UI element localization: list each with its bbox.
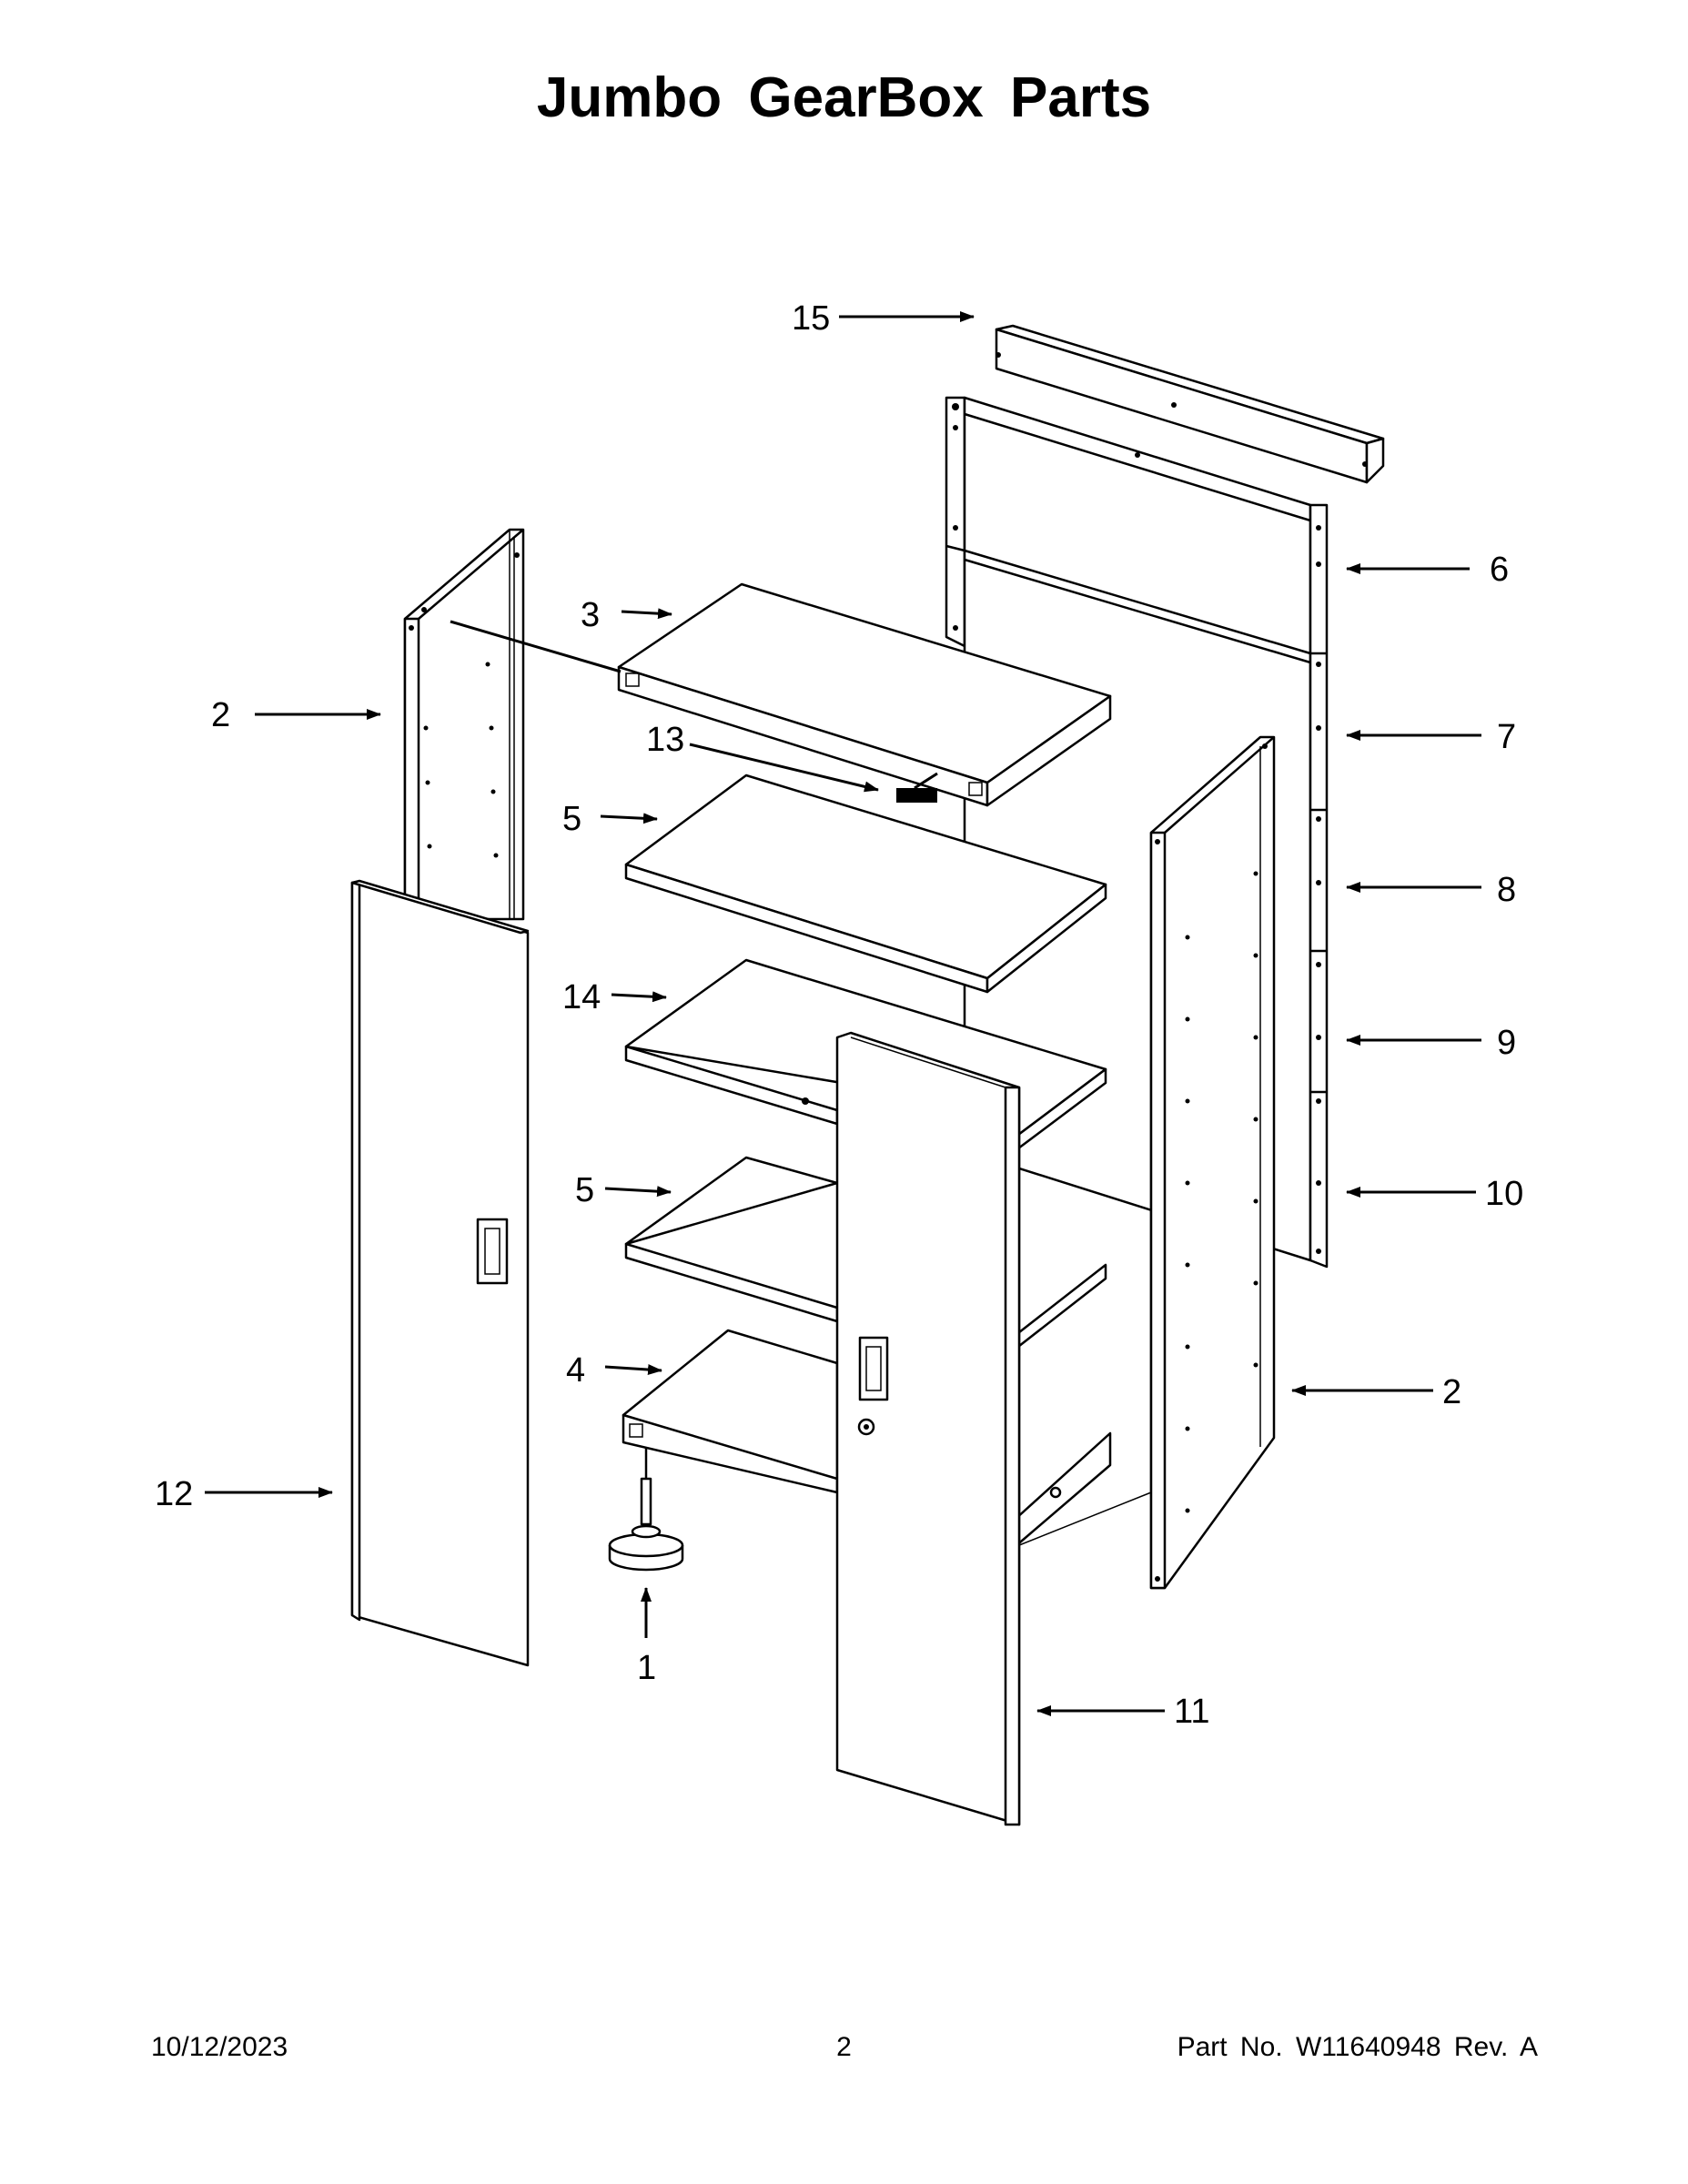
- connector-rod: [450, 620, 622, 673]
- callout-8: 8: [1497, 871, 1516, 909]
- callout-2-right: 2: [1442, 1373, 1461, 1411]
- callout-12: 12: [155, 1475, 193, 1513]
- callout-5-upper: 5: [562, 800, 581, 838]
- page-title: Jumbo GearBox Parts: [536, 66, 1152, 129]
- footer-part-number: Part No. W11640948 Rev. A: [1177, 2032, 1538, 2062]
- callout-11: 11: [1174, 1693, 1209, 1731]
- callout-14: 14: [562, 978, 601, 1016]
- footer-date: 10/12/2023: [151, 2032, 288, 2062]
- part-2-left-side-panel: [403, 528, 525, 921]
- callout-3: 3: [581, 596, 600, 634]
- callout-1: 1: [637, 1649, 656, 1687]
- part-1-leveling-foot: [608, 1447, 684, 1572]
- part-5-lower-shelf: [624, 1156, 1107, 1351]
- part-13-label-plate: [896, 772, 938, 803]
- part-12-left-door: [350, 879, 530, 1667]
- callout-6: 6: [1490, 551, 1509, 589]
- part-5-upper-shelf: [624, 774, 1107, 994]
- callout-7: 7: [1497, 718, 1516, 756]
- part-11-right-door: [835, 1031, 1021, 1826]
- part-2-right-side-panel: [1149, 735, 1276, 1590]
- part-15-top-rail: [995, 324, 1385, 484]
- callout-labels: 15 6 3 2 13 7 5 8 14 9 5 10 4 2 12 1 11: [155, 299, 1523, 1731]
- part-3-top-shelf: [617, 582, 1112, 807]
- callout-5-lower: 5: [575, 1171, 594, 1209]
- callout-15: 15: [792, 299, 830, 338]
- callout-arrows: [205, 311, 1481, 1716]
- callout-4: 4: [566, 1351, 585, 1390]
- callout-2-left: 2: [211, 696, 230, 734]
- callout-10: 10: [1485, 1175, 1523, 1213]
- callout-13: 13: [646, 721, 684, 759]
- footer-page-number: 2: [836, 2032, 852, 2062]
- callout-9: 9: [1497, 1024, 1516, 1062]
